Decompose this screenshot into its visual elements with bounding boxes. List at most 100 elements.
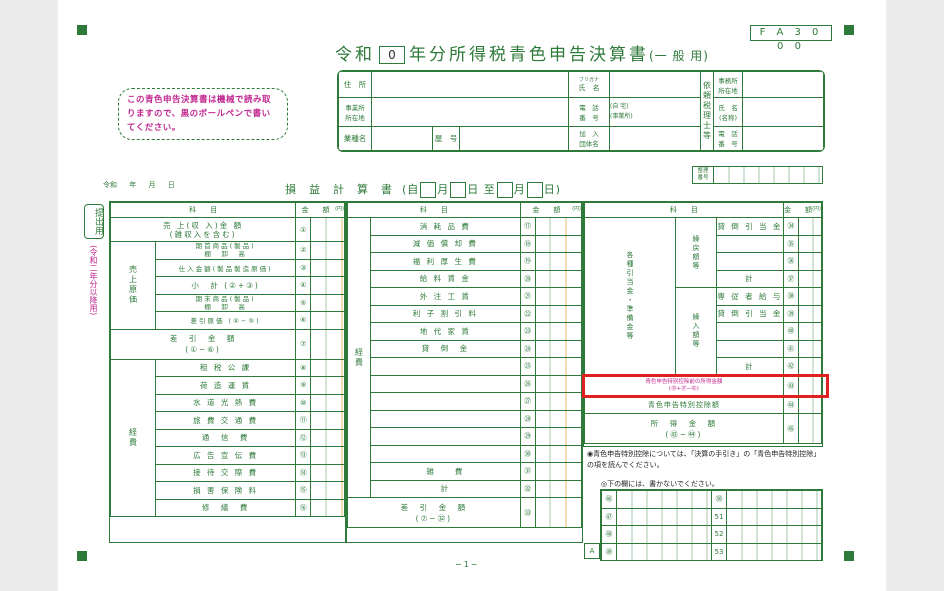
amount-field[interactable] — [534, 287, 583, 306]
amount-field[interactable] — [534, 339, 583, 358]
column-header-kamoku: 科 目 — [347, 202, 521, 218]
registration-mark — [844, 25, 854, 35]
row-number: ④ — [295, 276, 312, 295]
shop-name-field[interactable] — [459, 125, 569, 151]
row-number: ㊿ — [711, 490, 727, 509]
amount-field[interactable] — [534, 252, 583, 271]
business-type-field[interactable] — [371, 125, 433, 151]
year-input[interactable]: 0 — [379, 46, 405, 64]
row-label-blank[interactable] — [370, 392, 521, 411]
amount-field[interactable] — [310, 258, 345, 277]
row-label-blank[interactable] — [370, 444, 521, 463]
amount-field[interactable] — [310, 311, 345, 330]
row-label: 計 — [370, 479, 521, 498]
amount-field[interactable] — [797, 322, 823, 341]
amount-field[interactable] — [797, 217, 823, 236]
row-label: 貸 倒 引 当 金 — [716, 217, 784, 236]
row-label-blank[interactable] — [370, 409, 521, 428]
amount-field[interactable] — [534, 269, 583, 288]
amount-field[interactable] — [310, 358, 345, 377]
row-label: 広 告 宣 伝 費 — [154, 446, 297, 465]
row-label-blank[interactable] — [716, 234, 784, 253]
phone-field[interactable]: (自 宅)(事業所) — [609, 97, 701, 127]
row-number: ① — [295, 217, 312, 242]
association-field[interactable] — [609, 125, 701, 151]
amount-field[interactable] — [797, 357, 823, 376]
row-label-blank[interactable] — [716, 322, 784, 341]
amount-field[interactable] — [797, 395, 823, 414]
row-number: ㉟ — [782, 234, 799, 253]
amount-field[interactable] — [534, 217, 583, 236]
amount-field[interactable] — [310, 328, 345, 360]
amount-field[interactable] — [310, 393, 345, 412]
amount-field[interactable] — [310, 498, 345, 517]
period-from-month-input[interactable] — [420, 182, 437, 198]
amount-field[interactable] — [797, 252, 823, 271]
amount-field[interactable] — [797, 269, 823, 288]
amount-field[interactable] — [310, 463, 345, 482]
registration-mark — [77, 25, 87, 35]
amount-field[interactable] — [797, 287, 823, 306]
amount-field[interactable] — [310, 293, 345, 312]
rep-name-field[interactable] — [742, 97, 824, 127]
period-from-day-input[interactable] — [450, 182, 467, 198]
office-field — [726, 525, 822, 544]
amount-field[interactable] — [534, 497, 583, 528]
highlight-box — [582, 374, 829, 398]
reference-number-field[interactable] — [713, 166, 823, 184]
rep-office-field[interactable] — [742, 71, 824, 99]
amount-field[interactable] — [310, 276, 345, 295]
row-label: 専 従 者 給 与 — [716, 287, 784, 306]
period-to-day-input[interactable] — [526, 182, 543, 198]
row-label: 期末商品(製品) 棚 卸 高 — [154, 293, 297, 312]
row-label: 計 — [716, 269, 784, 288]
association-label: 加 入 団体名 — [568, 125, 610, 151]
row-label-blank[interactable] — [370, 427, 521, 446]
amount-field[interactable] — [534, 479, 583, 498]
address-field[interactable] — [371, 71, 569, 99]
amount-field[interactable] — [534, 374, 583, 393]
row-number: ㊶ — [782, 339, 799, 358]
row-number: ⑱ — [519, 234, 536, 253]
column-header-kingaku: 金 額 (円) — [295, 202, 345, 218]
row-label-blank[interactable] — [370, 357, 521, 376]
amount-field[interactable] — [534, 357, 583, 376]
row-label: 売 上(収 入)金 額 (雑収入を含む) — [109, 217, 297, 242]
submission-label: 提出用 — [84, 204, 104, 239]
amount-field[interactable] — [534, 462, 583, 481]
amount-field[interactable] — [310, 411, 345, 430]
amount-field[interactable] — [534, 234, 583, 253]
row-number: ㉒ — [519, 304, 536, 323]
amount-field[interactable] — [534, 427, 583, 446]
pl-heading: 損 益 計 算 書 (自月日 至月日) — [285, 182, 562, 198]
row-label-blank[interactable] — [370, 374, 521, 393]
row-label-blank[interactable] — [716, 339, 784, 358]
amount-field[interactable] — [797, 339, 823, 358]
row-label: 外 注 工 賃 — [370, 287, 521, 306]
period-to-month-input[interactable] — [496, 182, 513, 198]
office-address-field[interactable] — [371, 97, 569, 127]
amount-field[interactable] — [797, 413, 823, 444]
amount-field[interactable] — [310, 428, 345, 447]
title-prefix: 令和 — [335, 45, 375, 65]
amount-field[interactable] — [310, 481, 345, 500]
name-field[interactable] — [609, 71, 701, 99]
amount-field[interactable] — [534, 444, 583, 463]
rep-phone-field[interactable] — [742, 125, 824, 151]
amount-field[interactable] — [534, 322, 583, 341]
amount-field[interactable] — [534, 392, 583, 411]
amount-field[interactable] — [310, 446, 345, 465]
row-label: 計 — [716, 357, 784, 376]
amount-field[interactable] — [797, 234, 823, 253]
amount-field[interactable] — [797, 304, 823, 323]
amount-field[interactable] — [310, 241, 345, 260]
row-number: ㉗ — [519, 392, 536, 411]
amount-field[interactable] — [534, 409, 583, 428]
row-label-blank[interactable] — [716, 252, 784, 271]
amount-field[interactable] — [310, 376, 345, 395]
row-number: ⑩ — [295, 393, 312, 412]
amount-field[interactable] — [310, 217, 345, 242]
amount-field[interactable] — [534, 304, 583, 323]
row-number: ㉝ — [519, 497, 536, 528]
